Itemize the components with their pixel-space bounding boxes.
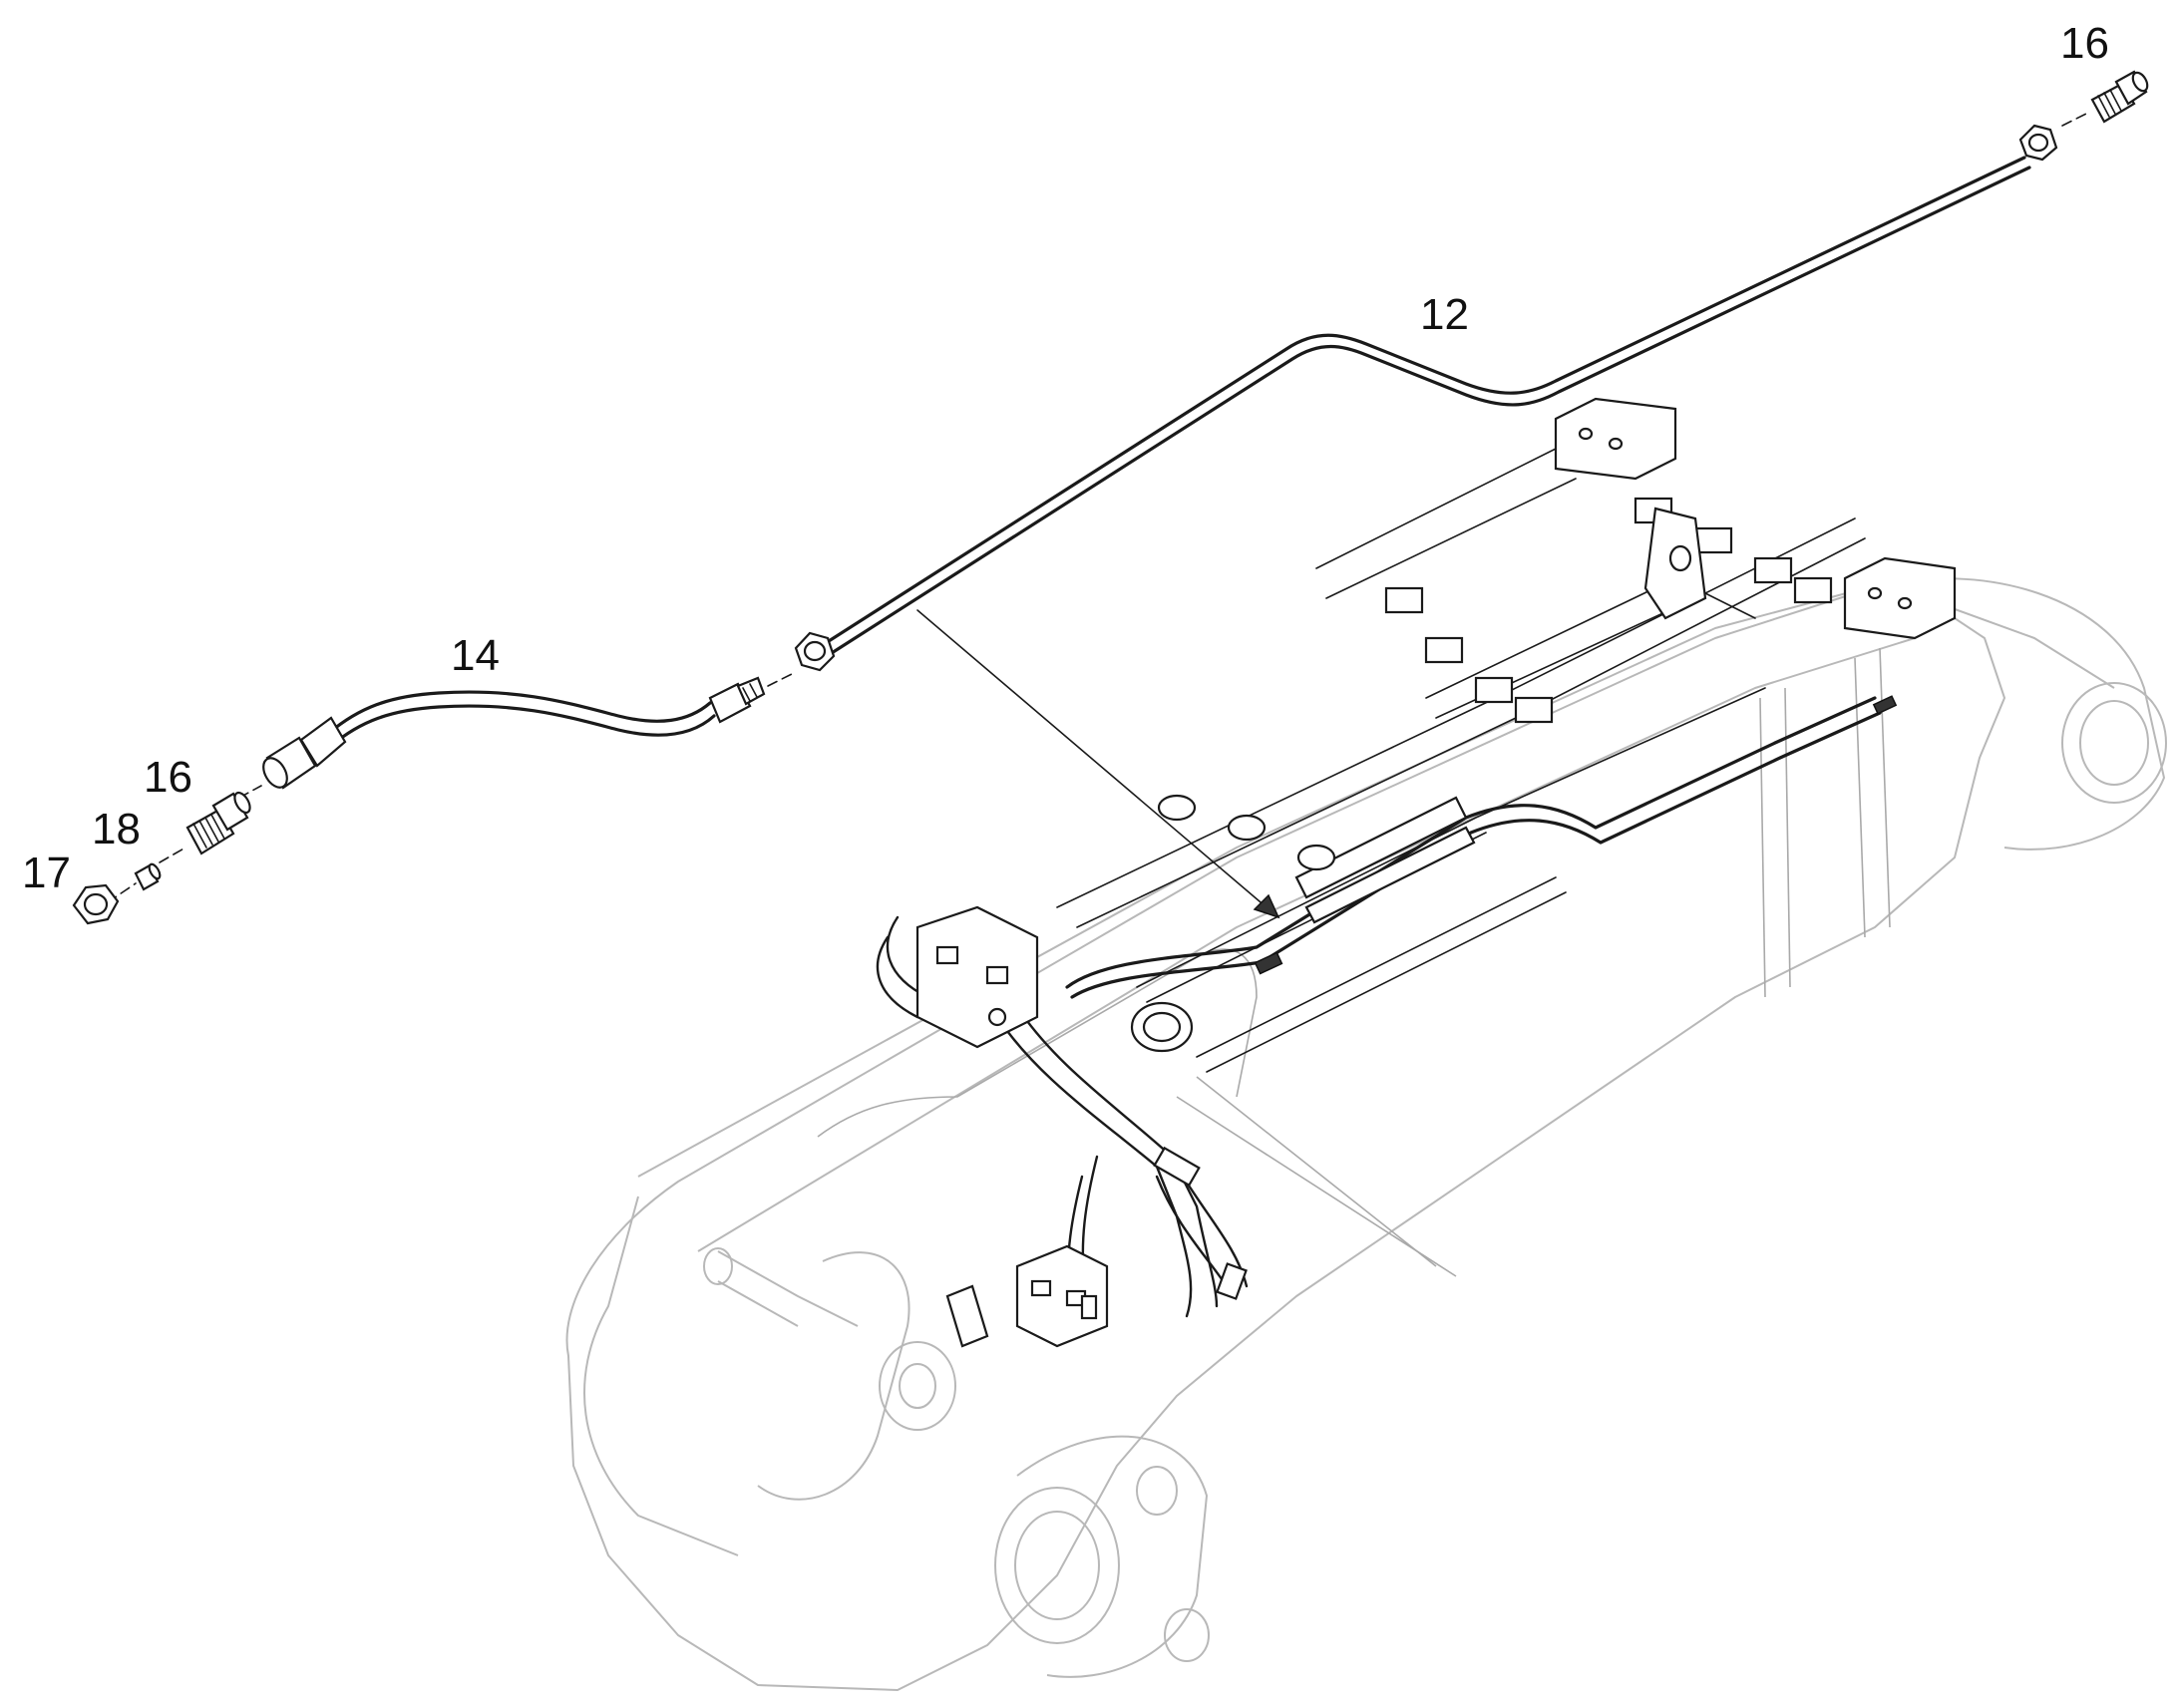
part-14-flexible-hose: [262, 676, 766, 790]
part-16-fitting-left: [185, 791, 251, 855]
assembly-axes: [107, 111, 2091, 903]
callout-16-top: 16: [2060, 19, 2109, 68]
hose-ferrule-right: [708, 676, 766, 724]
pipe-nut-right: [2018, 124, 2058, 162]
callout-12: 12: [1420, 290, 1469, 339]
part-12-rigid-pipe: [794, 124, 2058, 672]
callout-16-left: 16: [144, 753, 192, 802]
valve-blocks: [915, 397, 1957, 1348]
part-16-fitting-top: [2090, 70, 2149, 124]
part-18-sleeve: [134, 862, 162, 891]
callout-labels: 16 12 14 16 18 17: [22, 19, 2109, 897]
pipe-nut-left: [794, 631, 836, 672]
callout-18: 18: [92, 805, 141, 854]
callout-14: 14: [451, 631, 500, 680]
boom-arm-assembly: [565, 577, 2167, 1691]
hose-ferrule-left: [262, 716, 347, 790]
leader-line: [916, 609, 1280, 919]
part-17-nut: [72, 883, 120, 925]
callout-17: 17: [22, 849, 71, 897]
